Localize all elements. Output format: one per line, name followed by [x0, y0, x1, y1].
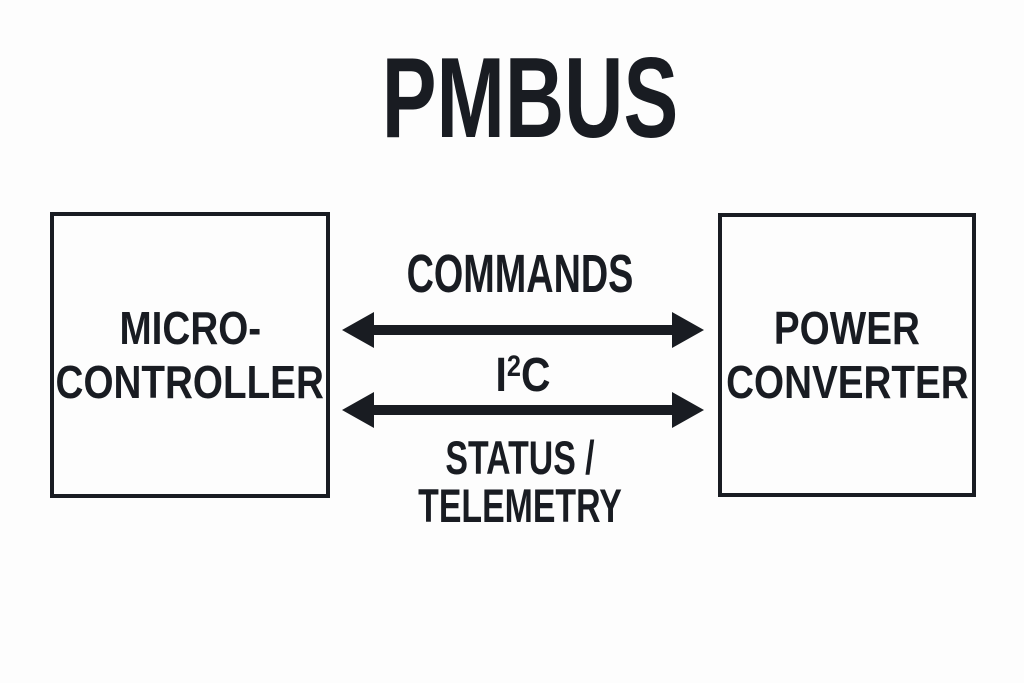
microcontroller-label-line2: CONTROLLER [55, 356, 325, 408]
microcontroller-label-line1: MICRO- [119, 302, 261, 354]
power-converter-label-line2: CONVERTER [725, 356, 969, 408]
i2c-label-superscript: 2 [506, 349, 521, 383]
status-telemetry-label: STATUS / TELEMETRY [418, 434, 622, 530]
status-double-arrow-icon [342, 392, 704, 428]
i2c-label: I2C [495, 349, 551, 402]
i2c-label-base: I [495, 349, 507, 402]
status-telemetry-label-line1: STATUS / [445, 431, 595, 484]
power-converter-box: POWER CONVERTER [718, 213, 976, 497]
microcontroller-box: MICRO- CONTROLLER [50, 212, 330, 498]
commands-label: COMMANDS [406, 244, 634, 304]
commands-double-arrow-icon [342, 312, 704, 348]
i2c-label-tail: C [520, 349, 551, 402]
diagram-title: PMBUS [381, 35, 679, 162]
power-converter-label-line1: POWER [774, 302, 920, 354]
status-telemetry-label-line2: TELEMETRY [418, 479, 622, 532]
